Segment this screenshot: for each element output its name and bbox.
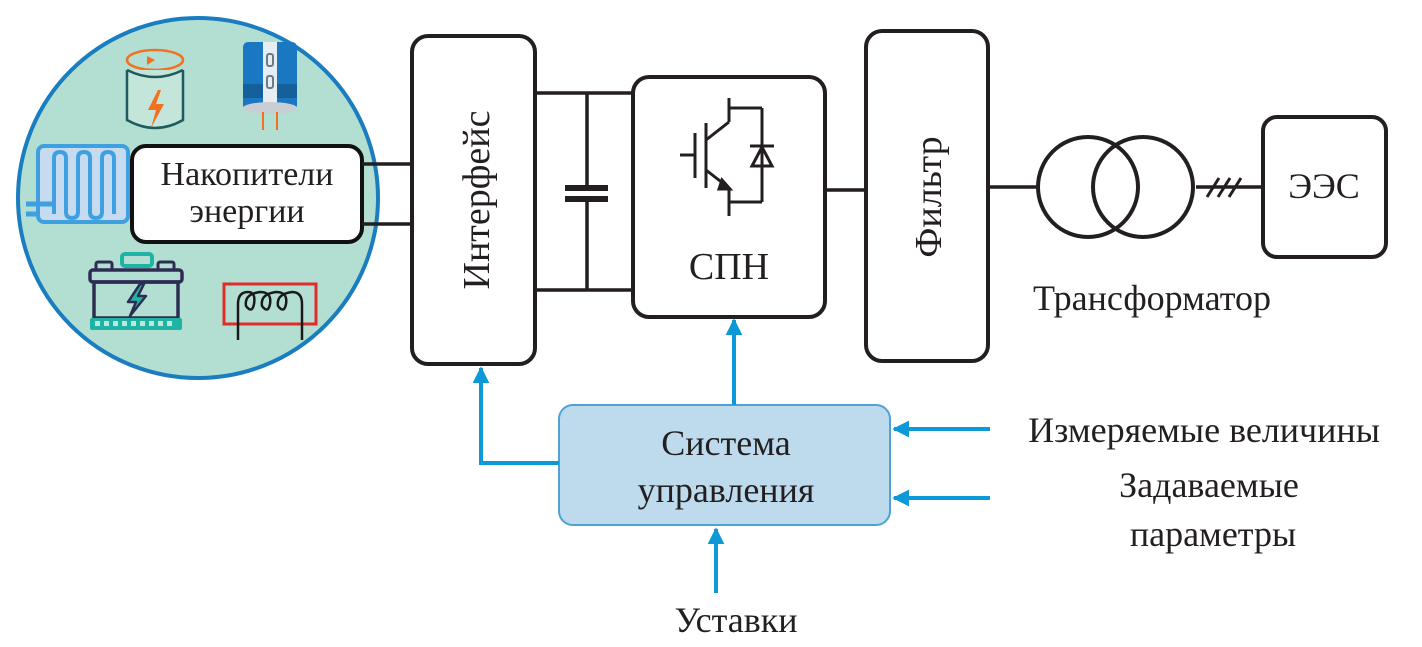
storage-label-line2: энергии [189, 193, 304, 230]
superconducting-coil-icon [222, 282, 318, 340]
three-phase-marker-icon [1205, 177, 1243, 198]
thermal-storage-icon [26, 144, 130, 224]
preset-params-label-line2: параметры [1130, 514, 1296, 554]
control-system-block: Система управления [558, 404, 891, 526]
energy-storage-group: Накопители энергии [16, 16, 380, 380]
battery-icon [88, 252, 184, 330]
filter-block: Фильтр [864, 29, 990, 363]
arrow-control-to-interface [472, 366, 559, 465]
transformer-label: Трансформатор [1033, 278, 1271, 318]
interface-label: Интерфейс [456, 111, 498, 290]
control-label-line2: управления [638, 470, 815, 510]
storage-label-box [130, 144, 364, 244]
signal-arrows [472, 318, 990, 593]
storage-label-line1: Накопители [161, 156, 334, 193]
power-wiring [362, 91, 1263, 292]
interface-block: Интерфейс [410, 34, 537, 366]
grid-label: ЭЭС [1288, 166, 1360, 206]
preset-params-label-line1: Задаваемые [1119, 465, 1299, 505]
measured-values-label: Измеряемые величины [1028, 410, 1380, 450]
supercapacitor-icon [243, 42, 297, 130]
dc-link-capacitor-icon [565, 185, 608, 202]
grid-block: ЭЭС [1261, 115, 1388, 259]
flywheel-icon [125, 48, 185, 130]
transformer-icon [1036, 135, 1195, 239]
control-label-line1: Система [661, 423, 791, 463]
converter-label: СПН [689, 246, 769, 288]
converter-block: СПН [631, 75, 827, 319]
filter-label: Фильтр [908, 136, 950, 257]
setpoints-label: Уставки [674, 600, 797, 640]
igbt-diode-icon [680, 98, 775, 216]
